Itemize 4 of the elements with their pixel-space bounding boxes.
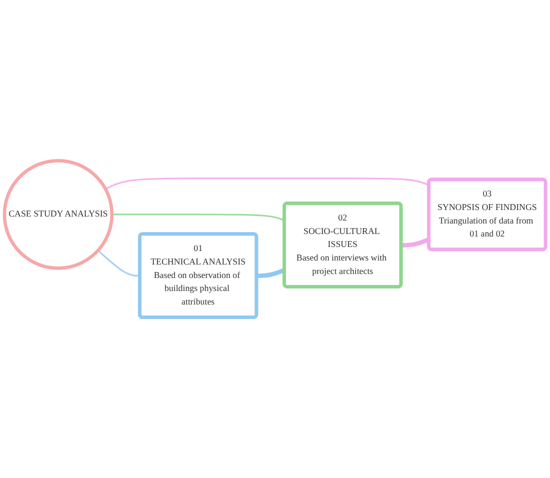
connector [97,250,140,277]
node-circle: CASE STUDY ANALYSIS [2,159,114,270]
connector [112,214,285,222]
connector [105,177,430,190]
